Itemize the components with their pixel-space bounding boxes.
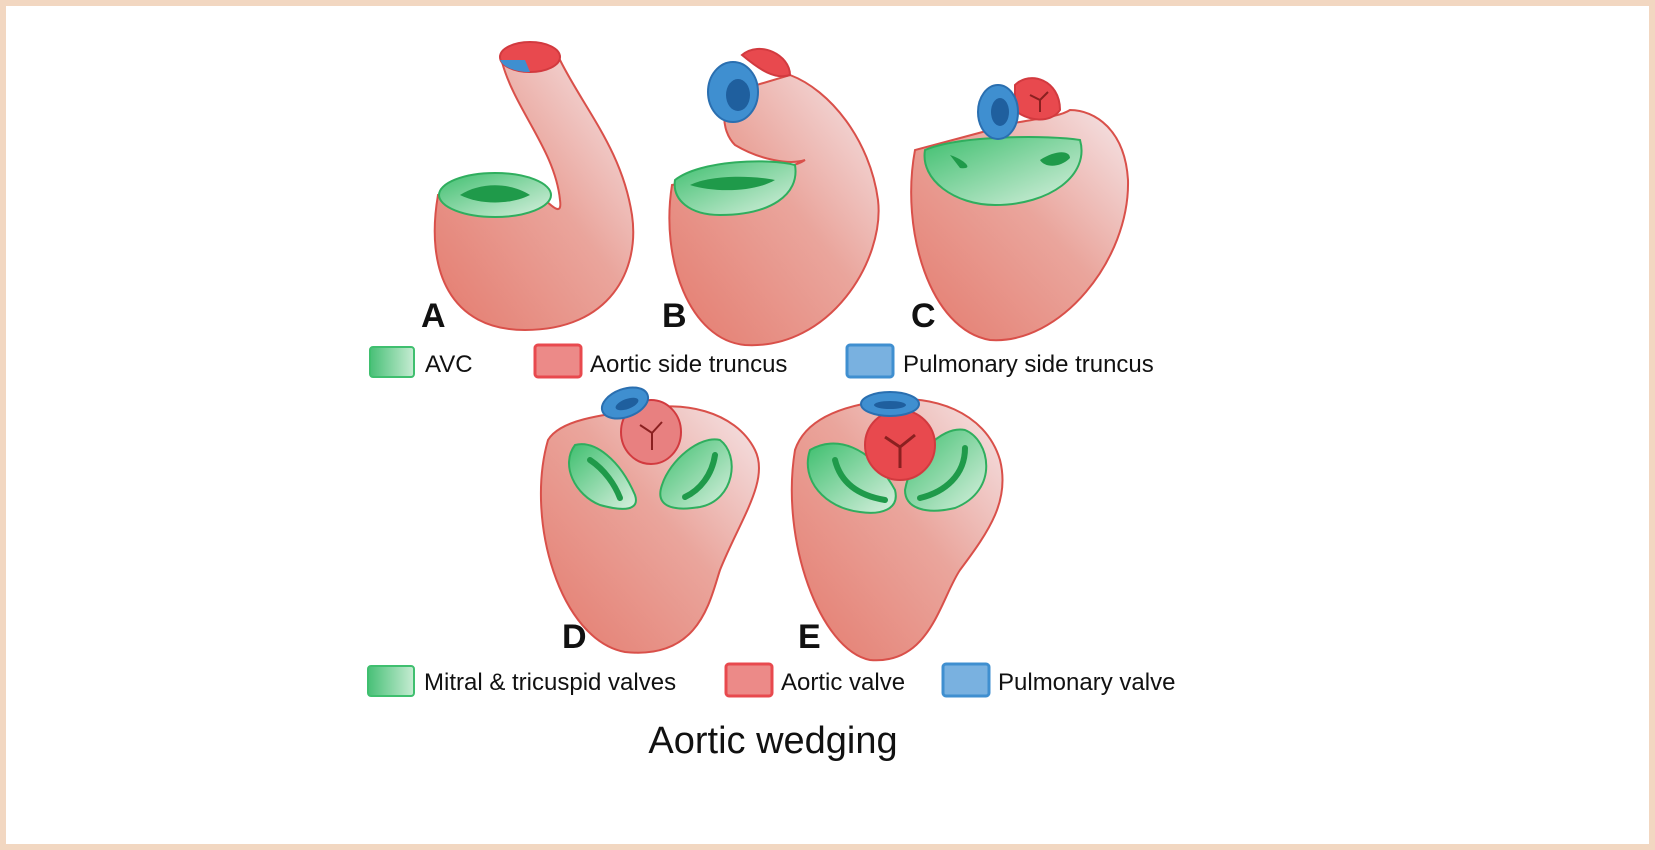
heart-stage-a <box>433 41 635 332</box>
legend-swatch-pulmonary-valve <box>941 662 991 698</box>
legend-swatch-aortic-side <box>533 343 583 379</box>
legend-swatch-pulmonary-side <box>845 343 895 379</box>
legend-label-aortic-valve: Aortic valve <box>781 669 905 696</box>
heart-stage-d <box>540 386 761 654</box>
legend-top: AVC Aortic side truncus Pulmonary side t… <box>369 343 1154 379</box>
legend-swatch-mitral-tricuspid <box>367 665 415 697</box>
panel-label-b: B <box>662 297 687 335</box>
legend-label-mitral-tricuspid: Mitral & tricuspid valves <box>424 669 676 696</box>
panel-label-e: E <box>798 618 821 656</box>
heart-stage-c <box>910 77 1130 342</box>
legend-swatch-avc <box>369 346 415 378</box>
legend-label-pulmonary-side: Pulmonary side truncus <box>903 351 1154 378</box>
heart-stage-b <box>668 48 880 347</box>
panel-label-d: D <box>562 618 587 656</box>
legend-swatch-aortic-valve <box>724 662 774 698</box>
heart-stage-e <box>790 391 1004 662</box>
figure-title: Aortic wedging <box>648 720 897 762</box>
legend-label-pulmonary-valve: Pulmonary valve <box>998 669 1175 696</box>
panel-label-c: C <box>911 297 936 335</box>
legend-label-avc: AVC <box>425 351 473 378</box>
legend-bottom: Mitral & tricuspid valves Aortic valve P… <box>367 662 1175 698</box>
panel-label-a: A <box>421 297 446 335</box>
legend-label-aortic-side: Aortic side truncus <box>590 351 787 378</box>
